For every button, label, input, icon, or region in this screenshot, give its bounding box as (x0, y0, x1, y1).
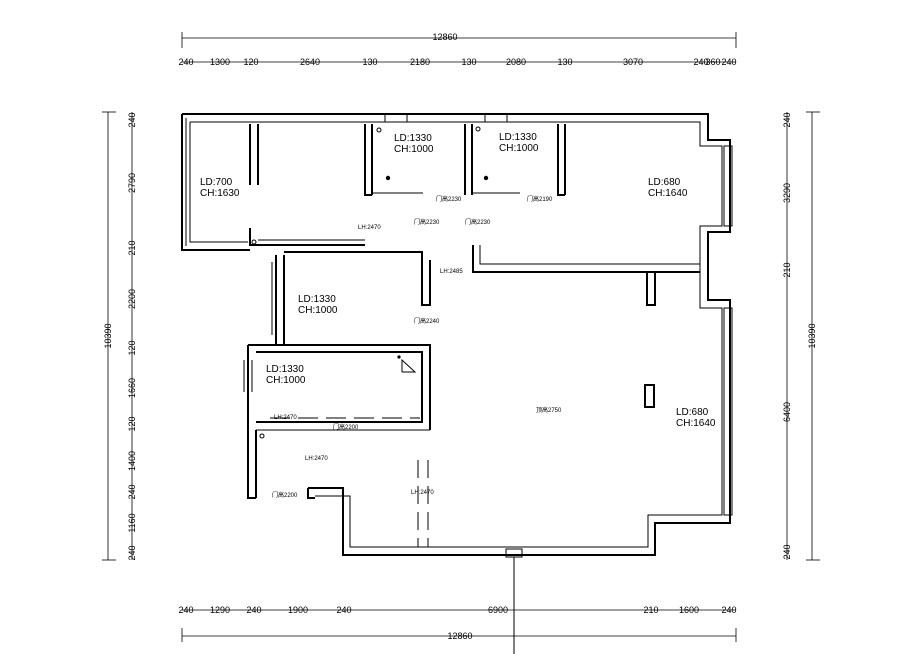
interior-walls (243, 113, 733, 558)
top-dimension-segment: 1300 (210, 57, 230, 67)
top-dimension-segment: 360 (705, 57, 720, 67)
left-dimension-segment: 1160 (127, 513, 137, 532)
left-dimension-segment: 1660 (127, 378, 137, 398)
height-annotations: 门高2230 门高2190 LH:2470 门高2230 门高2230 LH:2… (272, 195, 562, 499)
left-dimension-segment: 120 (127, 340, 137, 355)
top-dimension-segment: 240 (721, 57, 736, 67)
bottom-dimension-segment: 210 (643, 605, 658, 615)
bottom-dimension-segment: 240 (336, 605, 351, 615)
room-label-group: LD:700 CH:1630 LD:1330 CH:1000 LD:1330 C… (200, 132, 716, 429)
left-dimension-segment: 210 (127, 240, 137, 255)
right-dimension-segment: 3290 (782, 183, 792, 203)
left-dimension-chain: 10390 240 2790 210 2200 120 1660 120 140… (102, 111, 137, 561)
top-dimension-segment: 2080 (506, 57, 526, 67)
room-ch-label: CH:1640 (648, 188, 688, 199)
left-dimension-segment: 240 (127, 112, 137, 127)
top-dimension-segment: 2180 (410, 57, 430, 67)
fixture-markers (251, 126, 489, 439)
bottom-dimension-segment: 240 (178, 605, 193, 615)
bottom-dimension-segment: 240 (246, 605, 261, 615)
right-total-dimension: 10390 (807, 323, 817, 348)
top-dimension-chain: 12860 240 1300 120 2640 130 2180 130 208… (178, 32, 737, 67)
room-ld-label: LD:680 (676, 407, 709, 418)
room-ch-label: CH:1630 (200, 188, 240, 199)
bottom-dimension-segment: 1290 (210, 605, 230, 615)
left-dimension-segment: 2790 (127, 173, 137, 193)
bottom-dimension-segment: 6900 (488, 605, 508, 615)
door-height-label: 门高2240 (414, 317, 440, 325)
door-height-label: 门高2230 (414, 218, 440, 226)
top-dimension-segment: 240 (178, 57, 193, 67)
left-dimension-segment: 240 (127, 545, 137, 560)
room-ch-label: CH:1000 (298, 305, 338, 316)
ceiling-height-label: 顶高2750 (536, 406, 562, 414)
door-height-label: 门高2200 (333, 423, 359, 431)
lintel-height-label: LH:2470 (274, 415, 297, 421)
left-dimension-segment: 2200 (127, 289, 137, 309)
lintel-height-label: LH:2470 (305, 456, 328, 462)
top-dimension-segment: 120 (243, 57, 258, 67)
bottom-dimension-segment: 1600 (679, 605, 699, 615)
room-ld-label: LD:1330 (499, 132, 537, 143)
door-height-label: 门高2230 (465, 218, 491, 226)
room-ld-label: LD:1330 (394, 133, 432, 144)
top-dimension-segment: 130 (461, 57, 476, 67)
door-height-label: 门高2190 (527, 195, 553, 203)
bottom-dimension-chain: 240 1290 240 1900 240 6900 210 1600 240 … (178, 605, 737, 642)
right-dimension-chain: 240 3290 210 6400 240 10390 (782, 111, 820, 561)
lintel-height-label: LH:2485 (440, 269, 463, 275)
top-dimension-segment: 3070 (623, 57, 643, 67)
room-ch-label: CH:1000 (266, 375, 306, 386)
door-height-label: 门高2200 (272, 491, 298, 499)
room-ld-label: LD:680 (648, 177, 681, 188)
left-dimension-segment: 240 (127, 484, 137, 499)
right-dimension-segment: 240 (782, 544, 792, 559)
room-ld-label: LD:1330 (266, 364, 304, 375)
door-opening-lines (270, 417, 515, 654)
room-ch-label: CH:1000 (499, 143, 539, 154)
room-ch-label: CH:1000 (394, 144, 434, 155)
bottom-dimension-segment: 240 (721, 605, 736, 615)
exterior-walls (181, 113, 731, 556)
right-dimension-segment: 6400 (782, 402, 792, 422)
left-dimension-segment: 120 (127, 416, 137, 431)
bottom-total-dimension: 12860 (447, 631, 472, 641)
right-dimension-segment: 240 (782, 112, 792, 127)
door-height-label: 门高2230 (436, 195, 462, 203)
right-dimension-segment: 210 (782, 262, 792, 277)
top-dimension-segment: 240 (693, 57, 708, 67)
room-ld-label: LD:700 (200, 177, 233, 188)
left-dimension-segment: 1400 (127, 451, 137, 471)
lintel-height-label: LH:2470 (358, 225, 381, 231)
lintel-height-label: LH:2470 (411, 490, 434, 496)
left-total-dimension: 10390 (103, 323, 113, 348)
room-ch-label: CH:1640 (676, 418, 716, 429)
top-dimension-segment: 130 (362, 57, 377, 67)
bottom-dimension-segment: 1900 (288, 605, 308, 615)
room-ld-label: LD:1330 (298, 294, 336, 305)
top-dimension-segment: 130 (557, 57, 572, 67)
top-dimension-segment: 2640 (300, 57, 320, 67)
top-total-dimension: 12860 (432, 32, 457, 42)
